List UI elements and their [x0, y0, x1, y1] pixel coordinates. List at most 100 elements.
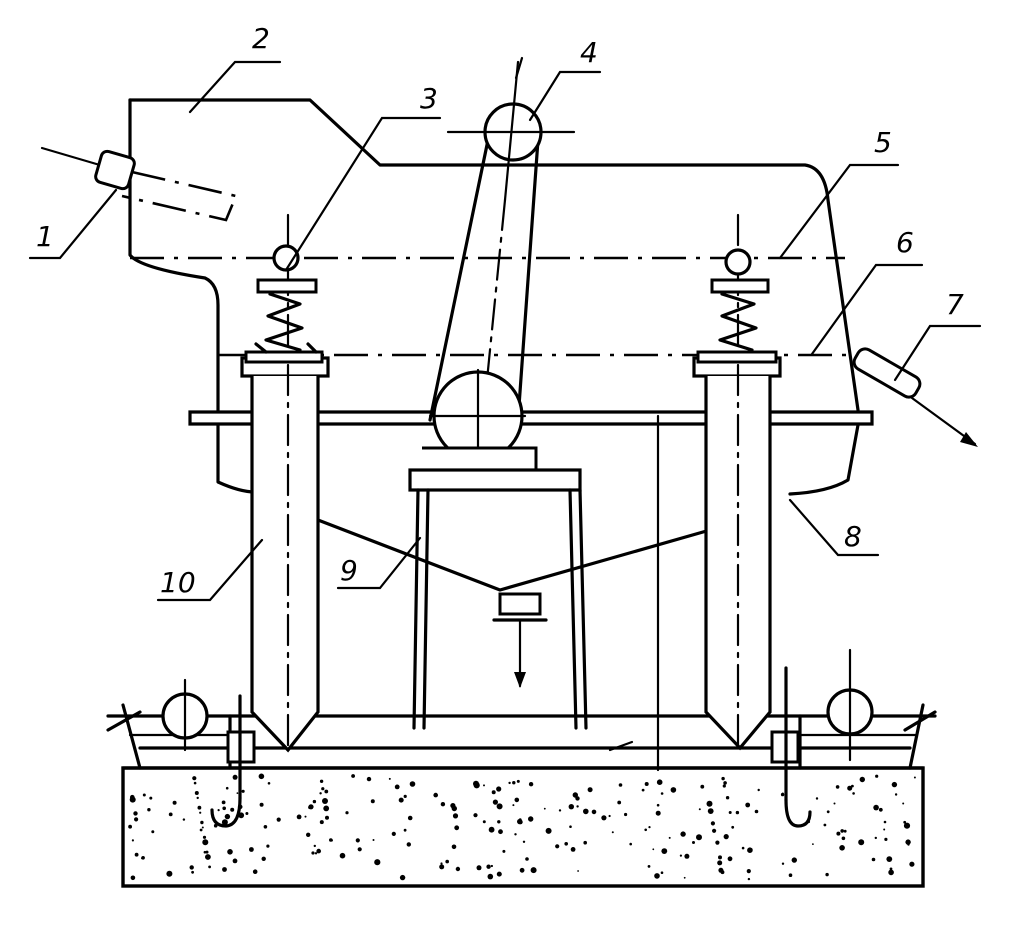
anchor-bolt-left	[210, 694, 256, 828]
speckle	[661, 848, 668, 854]
label-10: 10	[160, 566, 196, 599]
speckle	[263, 825, 268, 829]
speckle	[840, 829, 844, 833]
speckle	[141, 857, 143, 860]
speckle	[496, 871, 502, 877]
speckle	[189, 865, 194, 870]
speckle	[859, 776, 865, 783]
speckle	[858, 839, 865, 846]
speckle	[217, 809, 220, 812]
speckle	[683, 876, 686, 879]
base-marker-left	[161, 678, 209, 752]
speckle	[451, 844, 457, 850]
speckle	[660, 871, 664, 874]
speckle	[741, 846, 745, 850]
speckle	[717, 860, 723, 866]
speckle	[201, 826, 204, 829]
speckle	[836, 831, 841, 836]
label-9: 9	[340, 554, 358, 587]
speckle	[147, 808, 151, 812]
speckle	[843, 829, 847, 833]
speckle	[656, 779, 663, 785]
speckle	[826, 810, 830, 814]
speckle	[781, 862, 785, 865]
speckle	[747, 877, 751, 881]
label-4: 4	[580, 36, 598, 69]
speckle	[727, 856, 733, 862]
drive-wheel	[422, 368, 538, 472]
speckle	[875, 774, 879, 778]
speckle	[321, 787, 325, 791]
speckle	[312, 799, 317, 804]
spring-isolator-right	[696, 248, 778, 364]
speckle	[440, 862, 443, 865]
speckle	[391, 831, 396, 837]
speckle	[668, 836, 671, 839]
concrete-speckle-pattern	[128, 773, 916, 881]
speckle	[886, 856, 893, 862]
speckle	[570, 847, 576, 852]
speckle	[455, 866, 461, 872]
speckle	[902, 802, 905, 805]
label-3: 3	[420, 82, 438, 115]
speckle	[306, 832, 311, 837]
speckle	[440, 802, 446, 807]
speckle	[325, 815, 329, 820]
speckle	[873, 804, 879, 811]
speckle	[330, 839, 333, 842]
speckle	[712, 828, 717, 833]
speckle	[894, 793, 898, 796]
speckle	[692, 841, 695, 844]
speckle	[142, 793, 146, 797]
speckle	[884, 837, 888, 842]
speckle	[888, 869, 894, 876]
speckle	[735, 810, 740, 815]
speckle	[655, 810, 661, 816]
speckle	[221, 819, 228, 826]
speckle	[710, 821, 716, 826]
speckle	[296, 814, 302, 820]
speckle	[608, 814, 611, 818]
speckle	[530, 867, 537, 874]
speckle	[172, 800, 177, 805]
speckle	[591, 809, 597, 815]
speckle	[754, 809, 759, 814]
speckle	[577, 870, 579, 872]
speckle	[698, 808, 701, 811]
speckle	[757, 788, 760, 792]
speckle	[722, 784, 726, 788]
speckle	[151, 830, 155, 834]
speckle	[323, 805, 330, 812]
speckle	[907, 843, 910, 846]
speckle	[679, 854, 683, 857]
speckle	[232, 858, 238, 864]
speckle	[407, 815, 413, 821]
speckle	[569, 825, 572, 828]
speckle	[568, 804, 574, 810]
speckle	[319, 792, 322, 795]
speckle	[723, 781, 727, 785]
speckle	[199, 811, 202, 814]
label-6: 6	[896, 226, 914, 259]
speckle	[518, 820, 523, 825]
speckle	[522, 840, 526, 843]
speckle	[641, 788, 645, 792]
speckle	[555, 844, 560, 849]
speckle	[788, 873, 793, 877]
speckle	[202, 835, 207, 839]
label-1: 1	[36, 220, 54, 253]
drive-arm	[428, 56, 576, 472]
speckle	[304, 815, 307, 818]
speckle	[696, 834, 702, 841]
speckle	[706, 800, 713, 807]
speckle	[883, 828, 886, 831]
speckle	[486, 864, 491, 869]
speckle	[618, 783, 623, 787]
speckle	[232, 774, 238, 780]
speckle	[199, 828, 203, 832]
speckle	[656, 803, 660, 807]
speckle	[476, 865, 482, 871]
speckle	[833, 802, 836, 805]
speckle	[519, 867, 525, 873]
speckle	[647, 865, 651, 868]
